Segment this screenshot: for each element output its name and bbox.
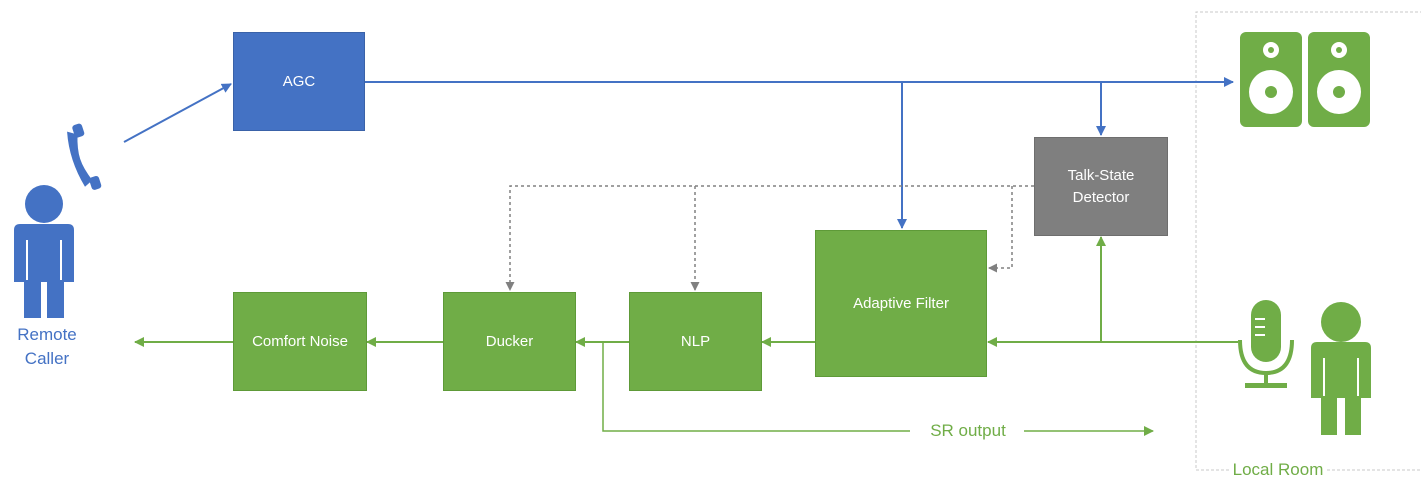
remote-caller-label: Remote Caller [0, 323, 94, 371]
sr-output-line [602, 342, 910, 432]
nlp-label: NLP [680, 332, 711, 350]
remote-caller-label-line1: Remote [17, 325, 77, 344]
phone-icon [67, 123, 102, 190]
detector-control-to-filter [988, 186, 1013, 273]
talk-state-detector-label-line2: Detector [1072, 188, 1130, 206]
talk-state-detector-block: Talk-State Detector [1034, 137, 1168, 236]
comfort-noise-block: Comfort Noise [233, 292, 367, 391]
nlp-block: NLP [629, 292, 762, 391]
comfort-noise-label: Comfort Noise [252, 332, 348, 350]
speakers-icon [1240, 32, 1370, 127]
agc-block: AGC [233, 32, 365, 131]
local-person-icon [1311, 302, 1371, 435]
agc-label: AGC [282, 72, 316, 90]
talk-state-detector-label-line1: Talk-State [1067, 166, 1135, 184]
ducker-block: Ducker [443, 292, 576, 391]
caller-to-agc-arrow [123, 83, 232, 143]
detector-control-to-ducker [505, 185, 1034, 291]
remote-person-icon [14, 185, 74, 318]
sr-output-label: SR output [930, 421, 1006, 440]
adaptive-filter-block: Adaptive Filter [815, 230, 987, 377]
adaptive-filter-label: Adaptive Filter [853, 294, 949, 312]
local-room-frame [1195, 11, 1421, 471]
remote-caller-label-line2: Caller [24, 349, 70, 368]
local-room-label: Local Room [1232, 460, 1324, 479]
microphone-icon [1238, 300, 1294, 388]
ducker-label: Ducker [485, 332, 534, 350]
